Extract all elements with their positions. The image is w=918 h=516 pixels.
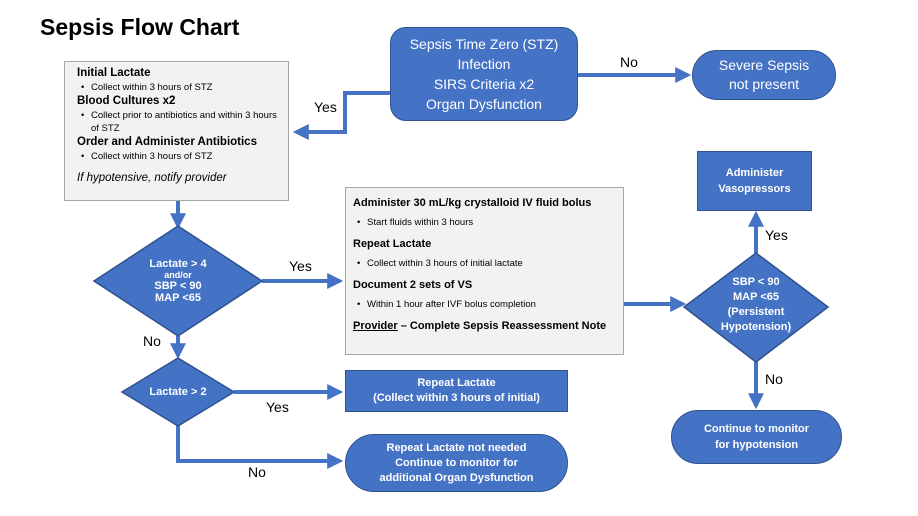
vasopressors-box: Administer Vasopressors <box>697 151 812 211</box>
label-no-stz: No <box>620 54 638 70</box>
d3-line-3: (Persistent <box>727 306 785 318</box>
d1-line-2: and/or <box>164 270 192 280</box>
label-no-d3: No <box>765 371 783 387</box>
antibiotics-heading: Order and Administer Antibiotics <box>77 136 257 148</box>
d1-line-1: Lactate > 4 <box>149 258 207 270</box>
vaso-line-2: Vasopressors <box>718 183 791 195</box>
fluid-bolus-box: Administer 30 mL/kg crystalloid IV fluid… <box>345 187 624 355</box>
d1-line-3: SBP < 90 <box>154 280 202 292</box>
fluid-item: Start fluids within 3 hours <box>353 216 617 229</box>
provider-word: Provider <box>353 320 398 332</box>
initial-actions-box: Initial Lactate Collect within 3 hours o… <box>64 61 289 201</box>
stz-line-2: Infection <box>457 56 511 72</box>
blood-cultures-heading: Blood Cultures x2 <box>77 95 176 107</box>
label-yes-stz: Yes <box>314 99 337 115</box>
vaso-line-1: Administer <box>725 167 784 179</box>
d1-line-4: MAP <65 <box>155 292 201 304</box>
provider-note: Provider – Complete Sepsis Reassessment … <box>353 319 617 334</box>
notneeded-line-3: additional Organ Dysfunction <box>379 471 534 484</box>
page-title: Sepsis Flow Chart <box>40 14 240 40</box>
decision-d2-shape <box>120 357 236 427</box>
monitor-line-2: for hypotension <box>714 439 799 451</box>
d3-line-1: SBP < 90 <box>732 276 780 288</box>
initial-lactate-heading: Initial Lactate <box>77 67 151 79</box>
stz-line-1: Sepsis Time Zero (STZ) <box>409 36 559 52</box>
document-vs-heading: Document 2 sets of VS <box>353 279 473 291</box>
decision-d1-shape <box>92 225 264 337</box>
blood-cultures-item: Collect prior to antibiotics and within … <box>77 109 280 135</box>
label-no-d2: No <box>248 464 266 480</box>
stz-line-4: Organ Dysfunction <box>426 96 542 112</box>
decision-d3-shape <box>682 252 830 363</box>
notneeded-line-1: Repeat Lactate not needed <box>386 441 527 454</box>
d3-line-2: MAP <65 <box>733 291 779 303</box>
stz-box: Sepsis Time Zero (STZ) Infection SIRS Cr… <box>390 27 578 121</box>
document-vs-item: Within 1 hour after IVF bolus completion <box>353 298 617 311</box>
monitor-box: Continue to monitor for hypotension <box>671 410 842 464</box>
repeat-line-2: (Collect within 3 hours of initial) <box>373 392 540 404</box>
lactate-not-needed-box: Repeat Lactate not needed Continue to mo… <box>345 434 568 492</box>
label-no-d1: No <box>143 333 161 349</box>
severe-line-2: not present <box>728 76 800 92</box>
initial-lactate-item: Collect within 3 hours of STZ <box>77 81 280 94</box>
d2-line-1: Lactate > 2 <box>149 386 207 398</box>
label-yes-d3: Yes <box>765 227 788 243</box>
label-yes-d2: Yes <box>266 399 289 415</box>
arrow-d2-to-notneeded <box>176 425 344 469</box>
monitor-line-1: Continue to monitor <box>703 423 810 435</box>
fluid-heading: Administer 30 mL/kg crystalloid IV fluid… <box>353 197 592 209</box>
decision-d3: SBP < 90 MAP <65 (Persistent Hypotension… <box>706 271 806 339</box>
arrow-stz-to-initial <box>292 91 390 140</box>
provider-rest: – Complete Sepsis Reassessment Note <box>397 320 607 332</box>
severe-sepsis-box: Severe Sepsis not present <box>692 50 836 100</box>
repeat-lactate-box: Repeat Lactate (Collect within 3 hours o… <box>345 370 568 412</box>
severe-line-1: Severe Sepsis <box>718 57 810 73</box>
hypotensive-note: If hypotensive, notify provider <box>77 172 227 184</box>
notneeded-line-2: Continue to monitor for <box>395 456 518 469</box>
repeat-lactate-heading: Repeat Lactate <box>353 238 432 250</box>
label-yes-d1: Yes <box>289 258 312 274</box>
repeat-lactate-item: Collect within 3 hours of initial lactat… <box>353 257 617 270</box>
stz-line-3: SIRS Criteria x2 <box>433 76 535 92</box>
d3-line-4: Hypotension) <box>720 321 792 333</box>
repeat-line-1: Repeat Lactate <box>417 377 496 389</box>
decision-d1: Lactate > 4 and/or SBP < 90 MAP <65 <box>128 248 228 314</box>
antibiotics-item: Collect within 3 hours of STZ <box>77 150 280 163</box>
decision-d2: Lactate > 2 <box>138 383 218 401</box>
